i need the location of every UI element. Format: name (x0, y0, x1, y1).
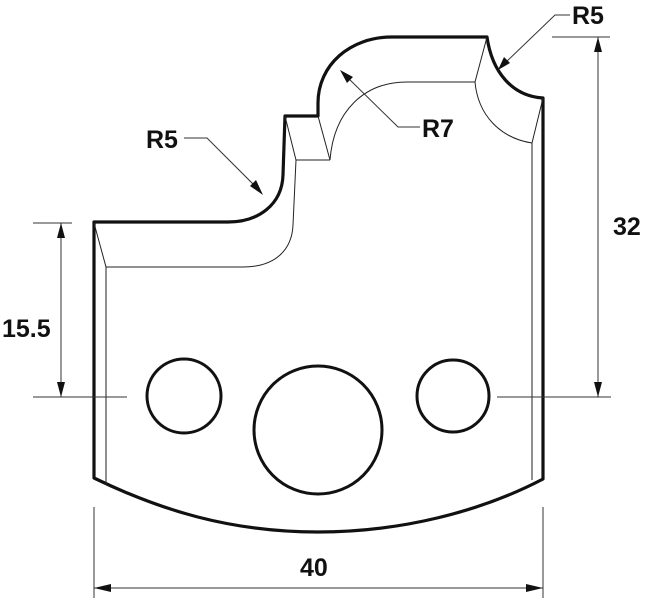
left-hole (145, 357, 223, 435)
right-hole (415, 358, 491, 434)
bevel-step-diagonal-left (284, 115, 297, 161)
bevel-inner-r5-arc (474, 81, 533, 144)
dimension-right-height-label: 32 (613, 213, 641, 241)
bevel-step-diagonal-right (317, 115, 331, 161)
dimension-40: 40 (93, 507, 544, 598)
arrow-icon (340, 70, 353, 83)
radius-label-r5-right: R5 (572, 2, 604, 30)
dimension-left-height-label: 15.5 (2, 315, 51, 343)
radius-label-r5-left: R5 (146, 126, 178, 154)
dimension-15-5: 15.5 (2, 222, 72, 397)
radius-label-r7: R7 (422, 115, 454, 143)
dimension-width-label: 40 (300, 554, 328, 582)
arrow-right-icon (526, 584, 543, 592)
arrow-icon (498, 57, 510, 70)
center-hole (252, 364, 384, 496)
radius-leader-r5-left: R5 (146, 126, 263, 195)
arrow-up-icon (57, 223, 65, 238)
radius-leader-r7: R7 (340, 70, 454, 143)
arrow-down-icon (594, 382, 602, 397)
arrow-left-icon (94, 584, 111, 592)
arrow-down-icon (57, 382, 65, 397)
bevel-inner-lower-step (106, 159, 297, 268)
bevel-inner-r7-arc (329, 81, 475, 161)
arrow-icon (250, 180, 263, 195)
bevel-top-right-diagonal (474, 36, 488, 83)
knife-outer-profile (92, 35, 545, 534)
dimension-32: 32 (552, 36, 641, 397)
bevel-right-diagonal (531, 97, 544, 144)
bevel-lines (93, 36, 544, 485)
radius-leader-r5-right: R5 (498, 2, 604, 70)
arrow-up-icon (594, 37, 602, 52)
bevel-left-diagonal (93, 222, 107, 268)
